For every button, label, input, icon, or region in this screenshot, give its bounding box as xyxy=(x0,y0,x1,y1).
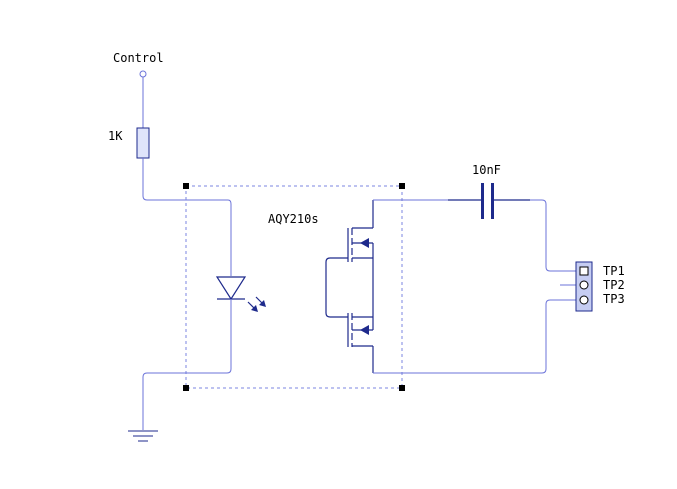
control-label: Control xyxy=(113,51,164,65)
led-triangle xyxy=(215,276,247,301)
tp1-label: TP1 xyxy=(603,264,625,278)
capacitor-label: 10nF xyxy=(472,163,501,177)
wire-resistor-to-led xyxy=(142,158,232,276)
tp3-label: TP3 xyxy=(603,292,625,306)
selection-handle-bl[interactable] xyxy=(183,385,189,391)
capacitor-10nf[interactable]: 10nF xyxy=(448,163,530,219)
wire-led-to-ground xyxy=(142,299,232,430)
relay-outline[interactable]: AQY210s xyxy=(183,183,405,391)
selection-handle-tl[interactable] xyxy=(183,183,189,189)
mosfet-gate-wire xyxy=(325,257,348,318)
relay-dashed-box xyxy=(185,185,403,389)
capacitor-plate-left xyxy=(481,183,484,219)
tp2-label: TP2 xyxy=(603,278,625,292)
resistor-label: 1K xyxy=(108,129,123,143)
relay-label: AQY210s xyxy=(268,212,319,226)
connector-pin-1[interactable] xyxy=(579,266,589,276)
control-net: Control xyxy=(113,51,164,128)
led-arrowhead-1 xyxy=(251,305,258,312)
resistor-body xyxy=(136,127,150,159)
lower-body-arrow xyxy=(360,325,369,335)
wire-cap-to-tp1 xyxy=(497,199,576,272)
connector-pin-2[interactable] xyxy=(579,280,589,290)
upper-body-arrow xyxy=(360,238,369,248)
test-point-connector[interactable]: TP1 TP2 TP3 xyxy=(575,261,625,312)
selection-handle-br[interactable] xyxy=(399,385,405,391)
led-diode[interactable] xyxy=(215,276,266,312)
connector-pin-3[interactable] xyxy=(579,295,589,305)
selection-handle-tr[interactable] xyxy=(399,183,405,189)
mosfet-pair[interactable] xyxy=(325,200,374,373)
ground-icon xyxy=(128,430,158,442)
wire-bottom-output xyxy=(373,299,576,374)
led-arrowhead-2 xyxy=(259,300,266,307)
control-terminal[interactable] xyxy=(139,70,147,78)
capacitor-plate-right xyxy=(491,183,494,219)
resistor-1k[interactable]: 1K xyxy=(108,127,150,159)
